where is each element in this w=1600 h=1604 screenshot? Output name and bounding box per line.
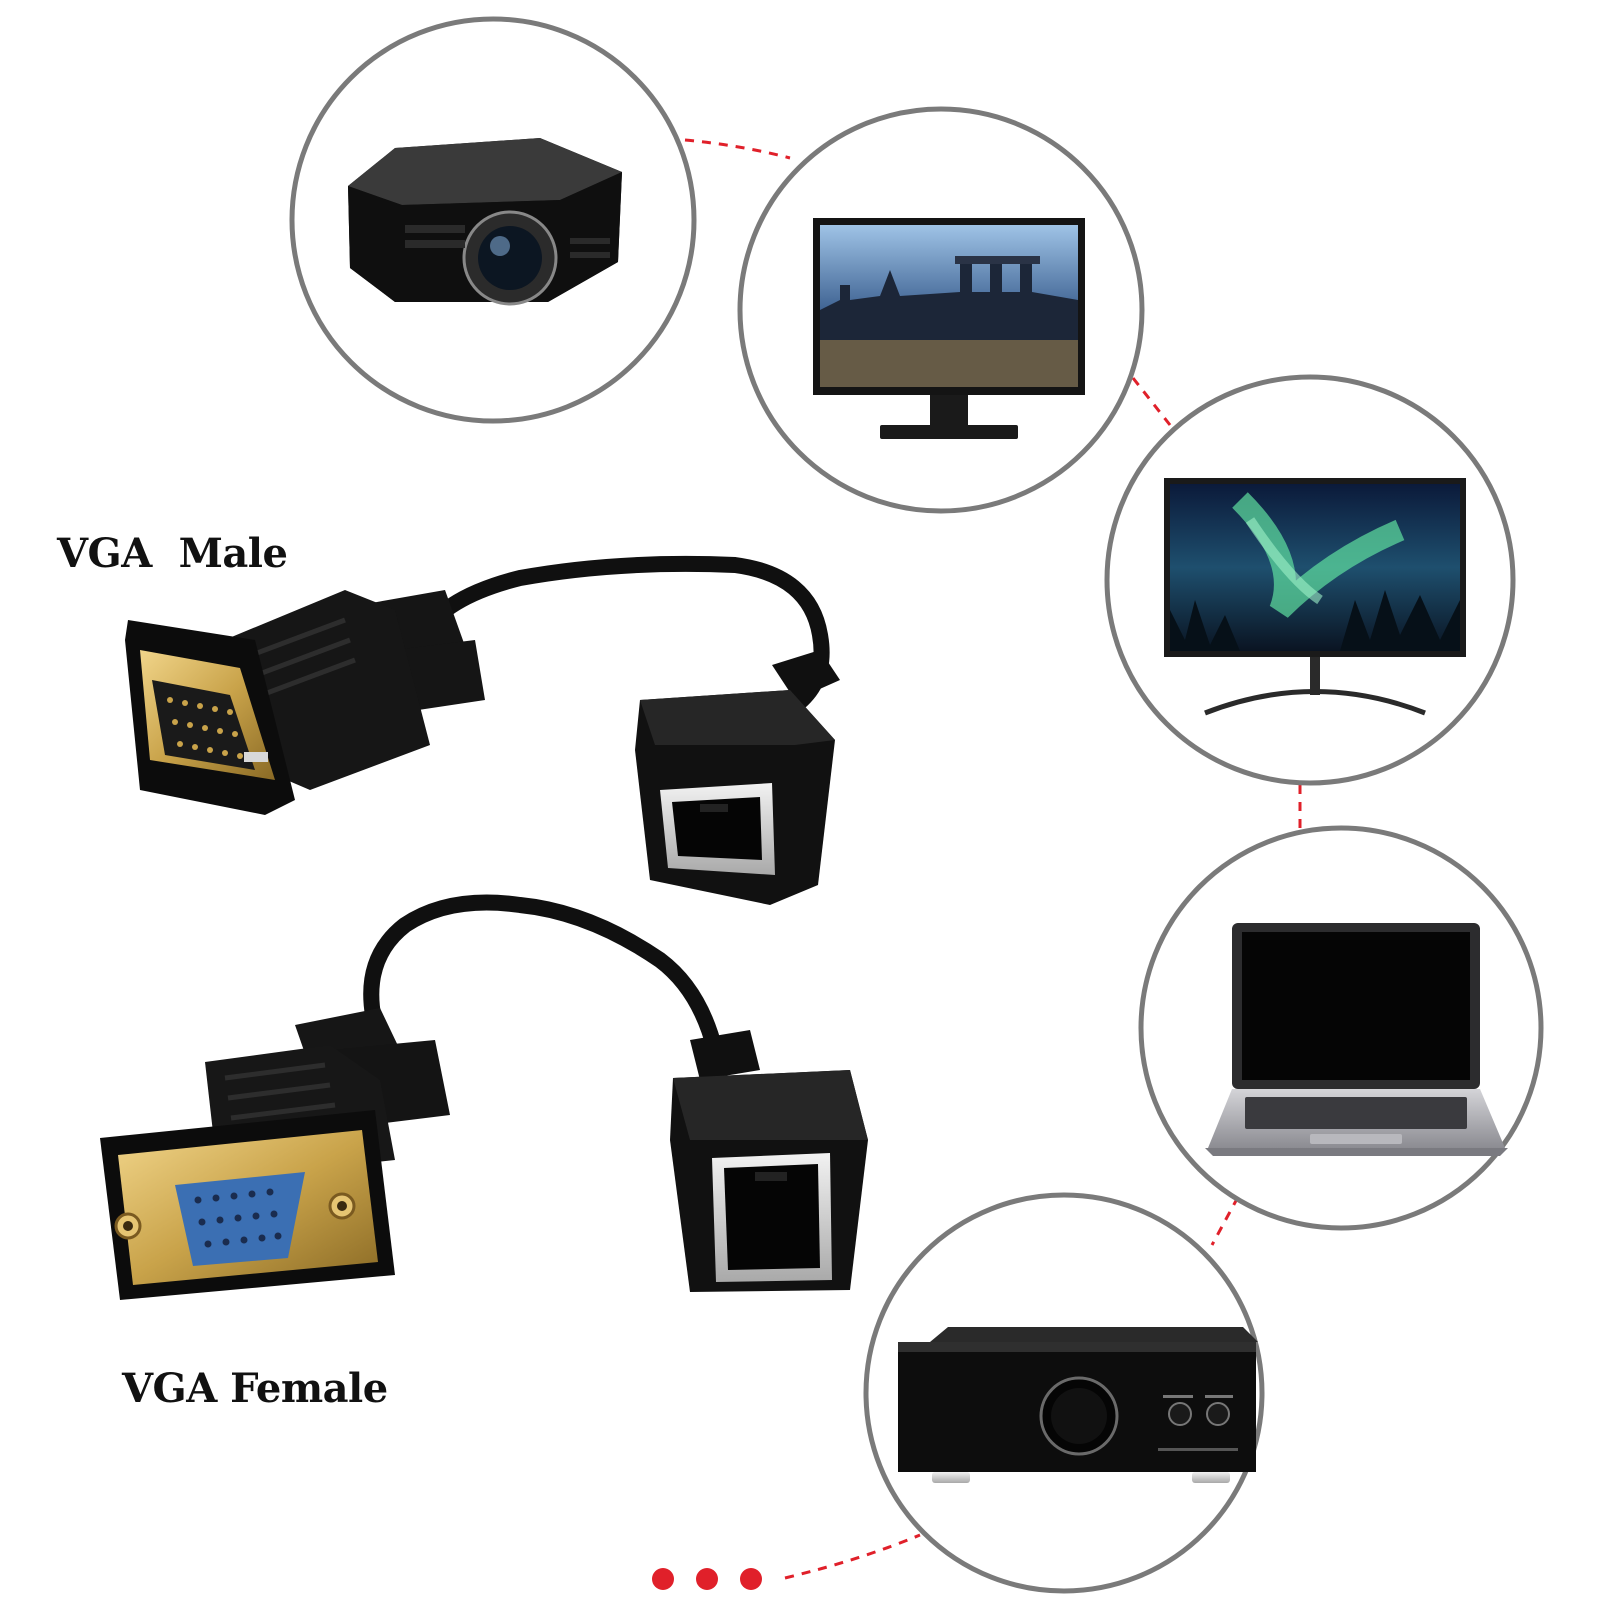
rj45-female-bottom [670, 1030, 868, 1292]
laptop-icon [1205, 923, 1508, 1156]
connector-dashes [684, 138, 1302, 1580]
monitor-icon [813, 218, 1085, 439]
vga-female-label: VGA Female [122, 1365, 388, 1412]
vga-female-pins [194, 1188, 282, 1248]
pagination-dots [652, 1568, 762, 1590]
rj45-female-top [635, 650, 840, 905]
vga-male-cable [125, 555, 830, 815]
amplifier-icon [898, 1327, 1258, 1483]
vga-female-cable [100, 894, 723, 1300]
projector-icon [348, 138, 622, 306]
vga-male-label: VGA Male [57, 530, 288, 577]
tv-icon [1164, 478, 1466, 716]
vga-male-pins [167, 697, 243, 759]
